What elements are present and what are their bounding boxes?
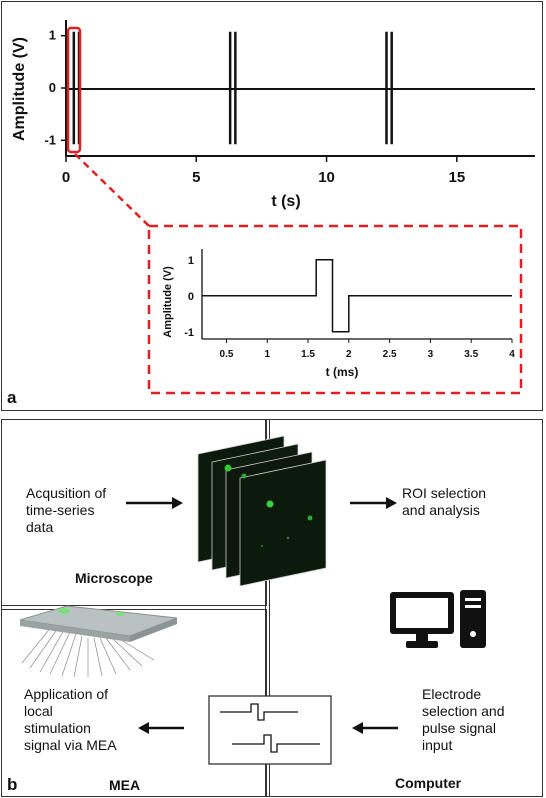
roi-line-2: and analysis bbox=[402, 502, 486, 519]
application-line-2: local bbox=[24, 703, 117, 720]
computer-label: Computer bbox=[395, 775, 461, 791]
main-xtick-label: 15 bbox=[448, 169, 465, 186]
inset-xtick-label: 2.5 bbox=[383, 349, 397, 360]
application-line-1: Application of bbox=[24, 686, 117, 703]
microscope-image-stack-icon bbox=[192, 428, 337, 593]
acquisition-line-1: Acqusition of bbox=[26, 485, 106, 502]
acquisition-text: Acqusition of time-series data bbox=[26, 485, 106, 536]
mea-chip-icon bbox=[12, 598, 187, 678]
electrode-line-2: selection and bbox=[422, 703, 505, 720]
computer-icon bbox=[388, 588, 493, 654]
inset-xtick-label: 2 bbox=[346, 349, 352, 360]
zoom-connector bbox=[75, 154, 149, 226]
roi-text: ROI selection and analysis bbox=[402, 485, 486, 519]
acquisition-line-3: data bbox=[26, 519, 106, 536]
mea-label: MEA bbox=[109, 777, 140, 793]
application-line-4: signal via MEA bbox=[24, 737, 117, 754]
application-text: Application of local stimulation signal … bbox=[24, 686, 117, 754]
panel-b: Acqusition of time-series data ROI selec… bbox=[1, 419, 543, 797]
main-ylabel: Amplitude (V) bbox=[11, 37, 28, 141]
arrow-right-icon bbox=[126, 496, 184, 510]
inset-xtick-label: 1.5 bbox=[301, 349, 315, 360]
electrode-line-1: Electrode bbox=[422, 686, 505, 703]
electrode-line-4: input bbox=[422, 737, 505, 754]
main-ytick-label: 0 bbox=[49, 80, 56, 95]
arrow-left-icon bbox=[138, 721, 184, 735]
panel-b-label: b bbox=[7, 775, 17, 795]
inset-xtick-label: 3.5 bbox=[464, 349, 478, 360]
acquisition-line-2: time-series bbox=[26, 502, 106, 519]
roi-line-1: ROI selection bbox=[402, 485, 486, 502]
electrode-line-3: pulse signal bbox=[422, 720, 505, 737]
microscope-label: Microscope bbox=[75, 570, 153, 586]
arrow-right-icon-roi bbox=[350, 496, 398, 510]
arrow-left-icon-electrode bbox=[352, 721, 398, 735]
inset-xtick-label: 0.5 bbox=[220, 349, 234, 360]
pulse-signal-icon bbox=[208, 695, 332, 765]
main-xtick-label: 5 bbox=[192, 169, 200, 186]
inset-ytick-label: 0 bbox=[188, 291, 194, 303]
inset-xtick-label: 1 bbox=[264, 349, 270, 360]
panel-a-label: a bbox=[7, 388, 16, 408]
inset-xtick-label: 4 bbox=[509, 349, 515, 360]
application-line-3: stimulation bbox=[24, 720, 117, 737]
main-ytick-label: 1 bbox=[49, 28, 56, 43]
main-xlabel: t (s) bbox=[271, 193, 300, 210]
main-xtick-label: 10 bbox=[318, 169, 335, 186]
inset-ytick-label: 1 bbox=[188, 255, 194, 267]
inset-xtick-label: 3 bbox=[428, 349, 434, 360]
electrode-text: Electrode selection and pulse signal inp… bbox=[422, 686, 505, 754]
inset-xlabel: t (ms) bbox=[326, 365, 359, 379]
inset-ytick-label: -1 bbox=[184, 327, 194, 339]
inset-ylabel: Amplitude (V) bbox=[162, 266, 174, 338]
main-ytick-label: -1 bbox=[44, 132, 56, 147]
main-xtick-label: 0 bbox=[62, 169, 70, 186]
